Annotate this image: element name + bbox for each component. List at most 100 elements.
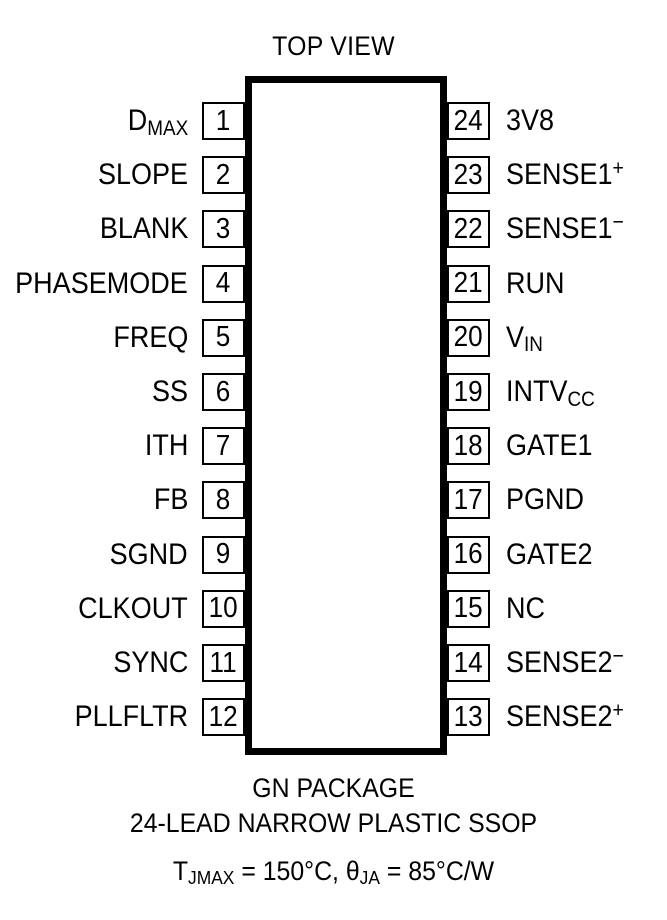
pin-number: 4: [216, 267, 231, 300]
pin-label-text: SENSE1: [506, 212, 613, 246]
pin-label: 3V8: [506, 106, 554, 136]
pin-number-box[interactable]: 17: [447, 481, 490, 520]
pin-label-text: INTV: [506, 375, 568, 408]
pin-number: 12: [208, 700, 239, 733]
pin-row[interactable]: PLLFLTR 12: [0, 698, 245, 737]
pin-number-box[interactable]: 8: [202, 481, 245, 520]
pin-label-text: D: [127, 104, 148, 137]
pin-number-box[interactable]: 7: [202, 427, 245, 466]
pin-number-box[interactable]: 21: [447, 264, 490, 303]
pin-number: 7: [216, 429, 231, 462]
pin-row[interactable]: 18 GATE1: [447, 427, 667, 466]
pin-label: SS: [152, 377, 188, 407]
pin-number-box[interactable]: 5: [202, 318, 245, 357]
pin-row[interactable]: 23 SENSE1+: [447, 156, 667, 195]
pin-row[interactable]: FB 8: [0, 481, 245, 520]
pin-row[interactable]: 21 RUN: [447, 264, 667, 303]
pin-number: 5: [216, 321, 231, 354]
pin-label: FB: [153, 485, 188, 515]
pin-label: SLOPE: [98, 160, 188, 190]
pin-number-box[interactable]: 2: [202, 156, 245, 195]
pin-label-text: GATE2: [506, 537, 593, 571]
pin-label-text: SYNC: [112, 646, 188, 679]
pin-label: SENSE1+: [506, 157, 624, 190]
pin-row[interactable]: 16 GATE2: [447, 535, 667, 574]
pin-label-text: 3V8: [506, 104, 555, 137]
pin-label-text: RUN: [506, 266, 565, 300]
pin-row[interactable]: 14 SENSE2−: [447, 644, 667, 682]
pin-number-box[interactable]: 3: [202, 210, 245, 249]
pin-label: SYNC: [113, 648, 188, 678]
pin-row[interactable]: 17 PGND: [447, 481, 667, 520]
theta-symbol: θ: [345, 856, 360, 886]
pin-row[interactable]: FREQ 5: [0, 318, 245, 357]
pin-number: 14: [453, 646, 484, 679]
pin-number-box[interactable]: 12: [202, 698, 245, 737]
pin-number-box[interactable]: 4: [202, 264, 245, 303]
pin-row[interactable]: SYNC 11: [0, 644, 245, 682]
pin-row[interactable]: SS 6: [0, 373, 245, 411]
pin-label-text: SLOPE: [97, 158, 188, 192]
pin-number: 10: [208, 592, 239, 625]
pin-label-subscript: IN: [524, 333, 543, 357]
pin-number-box[interactable]: 9: [202, 535, 245, 574]
pin-label-text: FB: [153, 483, 188, 517]
pin-row[interactable]: 24 3V8: [447, 102, 667, 140]
pin-number-box[interactable]: 24: [447, 102, 490, 140]
pin-number-box[interactable]: 16: [447, 535, 490, 574]
caption-package-name: GN PACKAGE: [252, 773, 415, 803]
pin-label-subscript: CC: [567, 387, 595, 411]
pin-row[interactable]: ITH 7: [0, 427, 245, 466]
pin-number-box[interactable]: 1: [202, 102, 245, 140]
pin-label-text: BLANK: [99, 212, 188, 246]
pin-label: SENSE2−: [506, 645, 624, 678]
pin-label-superscript: −: [612, 642, 624, 668]
pin-label-text: GATE1: [506, 429, 593, 463]
pin-row[interactable]: 19 INTVCC: [447, 373, 667, 411]
pin-label-text: SENSE2: [506, 700, 613, 734]
pin-number-box[interactable]: 13: [447, 698, 490, 737]
pin-label-text: PGND: [506, 483, 585, 517]
caption-thermal-data: TJMAX = 150°C, θJA = 85°C/W: [27, 856, 641, 889]
pin-number-box[interactable]: 6: [202, 373, 245, 411]
pin-label-text: FREQ: [112, 320, 188, 354]
pin-number-box[interactable]: 20: [447, 318, 490, 357]
pin-row[interactable]: SGND 9: [0, 535, 245, 574]
pin-number: 24: [453, 104, 484, 137]
pin-label: SENSE1−: [506, 211, 624, 246]
pin-row[interactable]: 22 SENSE1−: [447, 210, 667, 249]
pin-number-box[interactable]: 23: [447, 156, 490, 195]
pin-number: 6: [216, 375, 231, 408]
pin-number-box[interactable]: 14: [447, 644, 490, 682]
pin-label-superscript: +: [612, 155, 624, 181]
pin-row[interactable]: SLOPE 2: [0, 156, 245, 195]
pin-number: 21: [453, 267, 484, 300]
pin-label: GATE2: [506, 537, 593, 571]
pin-number: 3: [216, 212, 231, 245]
pin-number-box[interactable]: 11: [202, 644, 245, 682]
pin-number: 19: [453, 375, 484, 408]
pin-number-box[interactable]: 15: [447, 589, 490, 628]
pin-label: SGND: [110, 539, 188, 570]
pin-number: 9: [216, 538, 231, 571]
pin-label: PLLFLTR: [74, 702, 188, 732]
pin-number-box[interactable]: 18: [447, 427, 490, 466]
pin-number-box[interactable]: 22: [447, 210, 490, 249]
pin-label-text: SS: [151, 375, 188, 408]
pin-number-box[interactable]: 19: [447, 373, 490, 411]
pin-number-box[interactable]: 10: [202, 589, 245, 628]
pin-label-text: PLLFLTR: [74, 700, 188, 734]
pin-number: 8: [216, 483, 231, 516]
theta-subscript: JA: [359, 868, 380, 890]
pin-row[interactable]: BLANK 3: [0, 210, 245, 249]
pin-number: 23: [453, 158, 484, 191]
pin-label: INTVCC: [506, 375, 595, 410]
page-title: TOP VIEW: [272, 31, 395, 61]
pin-label-text: ITH: [144, 429, 188, 463]
